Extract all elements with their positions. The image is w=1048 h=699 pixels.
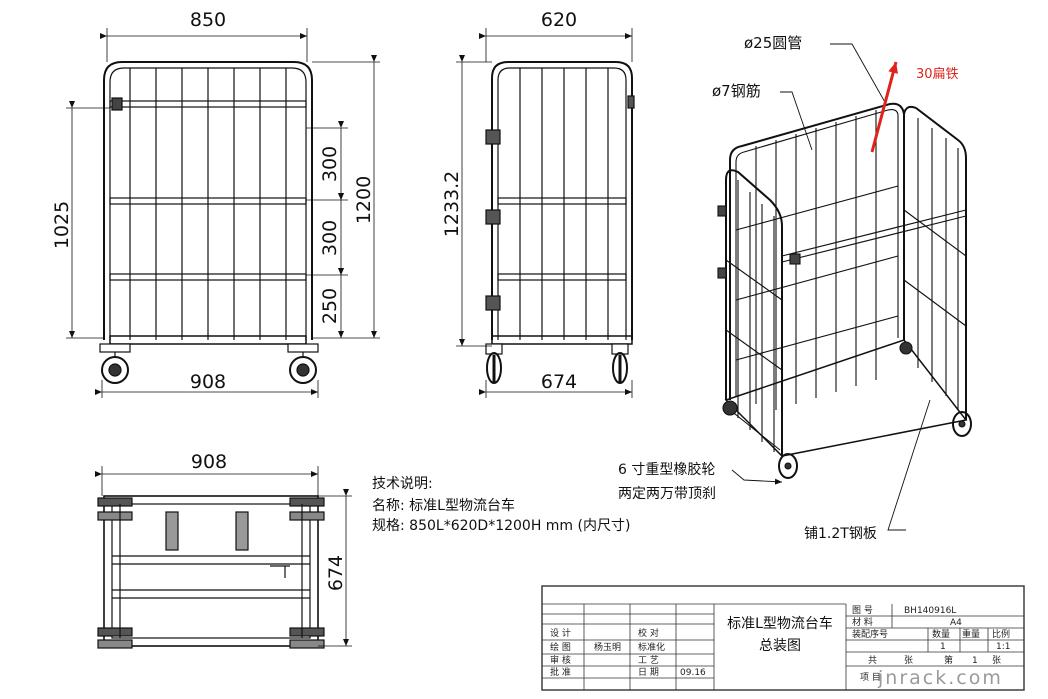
label-flat-iron: 30扁铁 — [916, 67, 959, 82]
tb-approve: 批 准 — [550, 666, 571, 678]
label-tube: ø25圆管 — [744, 34, 802, 52]
top-view-dimensions — [95, 466, 352, 647]
tb-title-1: 标准L型物流台车 — [727, 615, 833, 632]
dim-top-width: 908 — [191, 451, 227, 473]
top-view — [97, 495, 325, 649]
front-view-dimensions — [66, 28, 380, 398]
tech-notes-spec: 规格: 850L*620D*1200H mm (内尺寸) — [372, 518, 630, 534]
tb-total-unit: 张 — [904, 655, 913, 666]
tb-sheet-no: 1 — [972, 656, 978, 666]
isometric-view — [717, 102, 972, 479]
side-view — [485, 61, 635, 384]
tb-weight-label: 重量 — [962, 628, 980, 640]
tb-sheet-label: 第 — [944, 654, 953, 666]
dim-side-height: 1233.2 — [441, 171, 463, 237]
label-wheel-1: 6 寸重型橡胶轮 — [618, 461, 715, 478]
tb-material: A4 — [950, 618, 962, 628]
tb-qty: 1 — [940, 642, 946, 652]
tb-drawing: 绘 图 — [550, 641, 571, 653]
dim-width-top: 850 — [190, 9, 226, 31]
flat-iron-arrow — [870, 61, 898, 153]
title-block — [541, 585, 1025, 691]
dim-depth-top: 620 — [541, 9, 577, 31]
dim-spacing-1: 300 — [319, 146, 341, 182]
dim-spacing-3: 250 — [319, 288, 341, 324]
tb-scale: 1:1 — [996, 642, 1010, 652]
label-rib: ø7钢筋 — [712, 82, 761, 100]
dim-width-bottom: 908 — [190, 371, 226, 393]
tb-drawer-name: 杨玉明 — [594, 641, 621, 653]
tb-design: 设 计 — [550, 627, 571, 639]
tb-project-label: 项 目 — [860, 672, 881, 683]
tech-notes-heading: 技术说明: — [372, 476, 433, 492]
watermark: jnrack.com — [877, 667, 1003, 689]
dim-height-total: 1200 — [353, 176, 375, 224]
tech-notes-name: 名称: 标准L型物流台车 — [372, 497, 515, 514]
iso-leaders — [731, 43, 931, 531]
tb-sheet-unit: 张 — [992, 655, 1001, 666]
tb-title-2: 总装图 — [759, 638, 801, 654]
tb-material-label: 材 料 — [852, 616, 873, 628]
side-view-dimensions — [456, 28, 633, 398]
dim-spacing-2: 300 — [319, 220, 341, 256]
tb-assembly-no-label: 装配序号 — [852, 628, 888, 640]
tb-date-value: 09.16 — [680, 668, 706, 678]
dim-top-depth: 674 — [325, 555, 347, 591]
tb-qty-label: 数量 — [932, 628, 950, 640]
front-view — [99, 61, 319, 384]
tb-standard: 标准化 — [638, 641, 665, 653]
tb-drawing-no: BH140916L — [904, 606, 956, 616]
tb-check: 校 对 — [638, 627, 659, 639]
dim-depth-bottom: 674 — [541, 371, 577, 393]
dim-height-side: 1025 — [51, 201, 73, 249]
tb-process: 工 艺 — [638, 655, 659, 666]
tb-drawing-no-label: 图 号 — [852, 605, 873, 616]
tb-date: 日 期 — [638, 667, 659, 678]
label-wheel-2: 两定两万带顶刹 — [618, 486, 716, 502]
tb-scale-label: 比例 — [992, 628, 1010, 640]
label-plate: 铺1.2T钢板 — [804, 526, 877, 542]
tb-review: 审 核 — [550, 654, 571, 666]
tb-total-label: 共 — [868, 655, 877, 666]
